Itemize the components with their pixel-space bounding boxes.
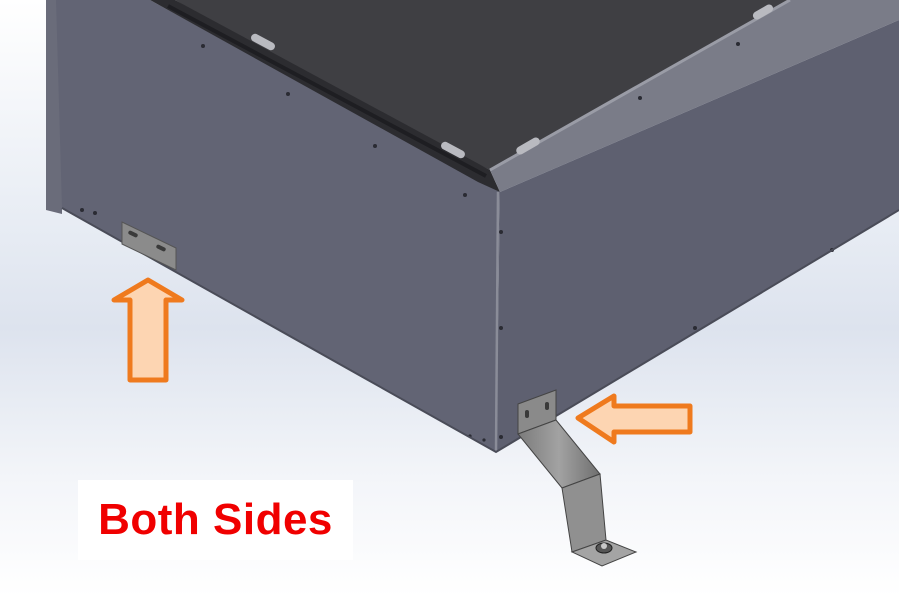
rim-slot (516, 137, 540, 155)
panel-corner-edge (494, 191, 500, 453)
right-panel (496, 20, 899, 452)
front-panel (56, 0, 500, 452)
panel-bottom-edge (61, 207, 899, 454)
both-sides-caption: Both Sides (98, 495, 333, 544)
top-rim-front (150, 0, 500, 192)
front-rim-highlight (167, 4, 487, 178)
rim-slot (752, 4, 774, 20)
rim-slot (251, 33, 275, 51)
caption-box: Both Sides (78, 480, 353, 560)
top-rim-right (490, 0, 899, 192)
top-surface (175, 0, 790, 170)
rim-slot (441, 141, 465, 159)
z-bracket-foot (517, 389, 638, 567)
top-rim-highlight (489, 0, 791, 172)
arrow-up-icon (111, 277, 185, 383)
arrow-left-icon (575, 393, 693, 445)
plate-slot (128, 230, 138, 238)
plate-slot (156, 244, 166, 252)
